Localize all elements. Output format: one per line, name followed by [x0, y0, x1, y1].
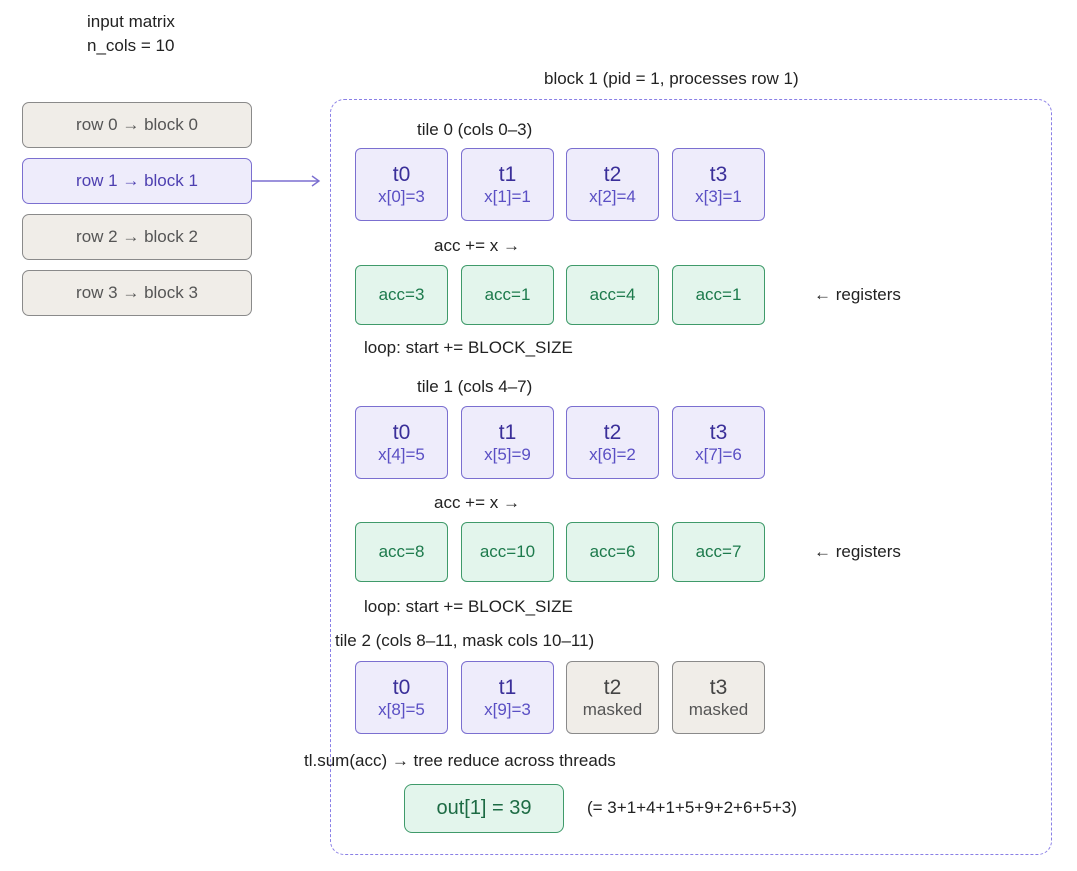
tile-0-acc-1: acc=1: [461, 265, 554, 325]
tile-0-thread-2: t2 x[2]=4: [566, 148, 659, 221]
row-0-box: row 0 → block 0: [22, 102, 252, 148]
tile-1-thread-3: t3 x[7]=6: [672, 406, 765, 479]
row-to-block-arrow: [252, 175, 321, 187]
tile-0-thread-0: t0 x[0]=3: [355, 148, 448, 221]
thread-value: x[8]=5: [378, 699, 425, 719]
thread-id: t0: [392, 675, 411, 699]
row-1-box: row 1 → block 1: [22, 158, 252, 204]
thread-id: t3: [709, 162, 728, 186]
tile-1-acc-1: acc=10: [461, 522, 554, 582]
thread-id: t2: [603, 675, 622, 699]
tile-0-thread-1: t1 x[1]=1: [461, 148, 554, 221]
output-explanation: (= 3+1+4+1+5+9+2+6+5+3): [587, 798, 797, 817]
masked-label: masked: [582, 699, 643, 719]
thread-id: t1: [498, 162, 517, 186]
thread-id: t2: [603, 162, 622, 186]
block-title: block 1 (pid = 1, processes row 1): [544, 69, 799, 88]
tile-0-acc-2: acc=4: [566, 265, 659, 325]
thread-id: t1: [498, 420, 517, 444]
tile-2-thread-2-masked: t2 masked: [566, 661, 659, 734]
thread-value: x[3]=1: [695, 186, 742, 206]
thread-value: x[0]=3: [378, 186, 425, 206]
tile-1-acc-0: acc=8: [355, 522, 448, 582]
tile-0-acc-0: acc=3: [355, 265, 448, 325]
tile-2-thread-3-masked: t3 masked: [672, 661, 765, 734]
tile-1-thread-0: t0 x[4]=5: [355, 406, 448, 479]
thread-value: x[9]=3: [484, 699, 531, 719]
tile-1-label: tile 1 (cols 4–7): [417, 377, 533, 396]
output-result-box: out[1] = 39: [404, 784, 564, 833]
n-cols-label: n_cols = 10: [87, 36, 175, 55]
thread-value: x[5]=9: [484, 444, 531, 464]
tile-1-thread-1: t1 x[5]=9: [461, 406, 554, 479]
tile-0-acc-3: acc=1: [672, 265, 765, 325]
tile-1-acc-3: acc=7: [672, 522, 765, 582]
tile-0-registers-note: ← registers: [814, 285, 901, 304]
thread-id: t2: [603, 420, 622, 444]
thread-value: x[6]=2: [589, 444, 636, 464]
thread-value: x[4]=5: [378, 444, 425, 464]
tile-1-registers-note: ← registers: [814, 542, 901, 561]
tile-1-loop-label: loop: start += BLOCK_SIZE: [364, 597, 573, 616]
thread-id: t3: [709, 675, 728, 699]
masked-label: masked: [688, 699, 749, 719]
tile-0-loop-label: loop: start += BLOCK_SIZE: [364, 338, 573, 357]
tile-2-label: tile 2 (cols 8–11, mask cols 10–11): [335, 631, 595, 650]
tile-0-label: tile 0 (cols 0–3): [417, 120, 533, 139]
tile-0-acc-op: acc += x →: [434, 236, 520, 255]
thread-id: t1: [498, 675, 517, 699]
input-matrix-label: input matrix: [87, 12, 175, 31]
thread-id: t0: [392, 162, 411, 186]
tile-2-thread-1: t1 x[9]=3: [461, 661, 554, 734]
tile-2-thread-0: t0 x[8]=5: [355, 661, 448, 734]
block-frame: [330, 99, 1052, 855]
reduce-label: tl.sum(acc) → tree reduce across threads: [304, 751, 616, 770]
row-3-box: row 3 → block 3: [22, 270, 252, 316]
tile-0-thread-3: t3 x[3]=1: [672, 148, 765, 221]
thread-value: x[7]=6: [695, 444, 742, 464]
tile-1-acc-2: acc=6: [566, 522, 659, 582]
thread-id: t0: [392, 420, 411, 444]
tile-1-acc-op: acc += x →: [434, 493, 520, 512]
thread-value: x[1]=1: [484, 186, 531, 206]
tile-1-thread-2: t2 x[6]=2: [566, 406, 659, 479]
thread-value: x[2]=4: [589, 186, 636, 206]
thread-id: t3: [709, 420, 728, 444]
row-2-box: row 2 → block 2: [22, 214, 252, 260]
